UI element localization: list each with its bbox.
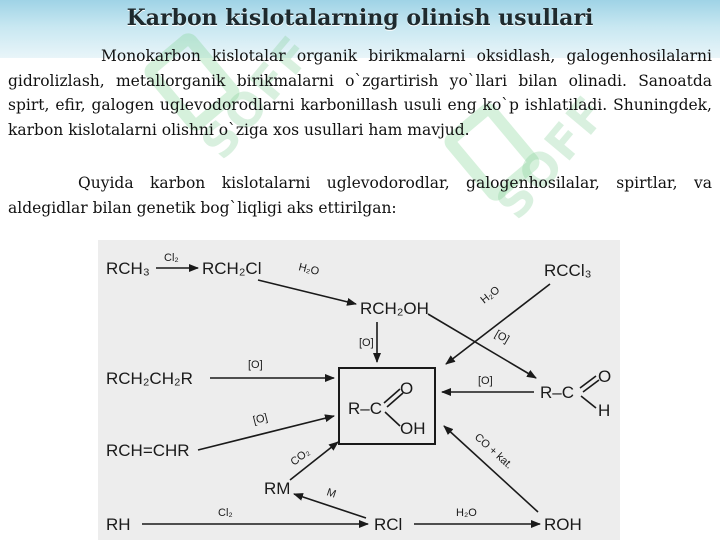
label-o-alkene: [O] bbox=[252, 412, 269, 427]
node-rch2ch2r: RCH₂CH₂R bbox=[106, 369, 193, 388]
node-rch2oh: RCH₂OH bbox=[360, 299, 429, 318]
arrow-rm-acid bbox=[289, 441, 339, 481]
acid-double-bond bbox=[386, 392, 404, 408]
label-o-aldehyde: [O] bbox=[478, 375, 493, 387]
label-o-diag: [O] bbox=[493, 328, 512, 346]
arrow-roh-acid bbox=[443, 425, 539, 513]
label-h2o-b: H₂O bbox=[478, 284, 502, 307]
arrow-rch2cl-rch2oh bbox=[257, 279, 357, 306]
node-rcl: RCl bbox=[374, 515, 402, 534]
label-h2o-bottom: H₂O bbox=[456, 507, 477, 519]
arrow-rchchr-acid bbox=[197, 414, 335, 451]
page-title: Karbon kislotalarning olinish usullari bbox=[126, 5, 594, 31]
arrow-rcl-rm bbox=[293, 493, 367, 519]
reaction-scheme-svg: RCH₃ RCH₂Cl RCCl₃ RCH₂OH RCH₂CH₂R RCH=CH… bbox=[106, 252, 611, 534]
arrow-rch2oh-aldehyde bbox=[427, 313, 537, 379]
paragraph-intro: Monokarbon kislotalar organik birikmalar… bbox=[8, 47, 712, 139]
label-o-alkane: [O] bbox=[248, 359, 263, 371]
aldehyde-double-bond bbox=[582, 379, 600, 393]
node-rch2cl: RCH₂Cl bbox=[202, 259, 261, 278]
node-rch3: RCH₃ bbox=[106, 259, 150, 278]
aldehyde-h: H bbox=[598, 401, 610, 420]
label-m: M bbox=[325, 486, 337, 500]
node-rm: RM bbox=[264, 479, 290, 498]
arrow-rccl3-aldehyde bbox=[445, 283, 551, 365]
aldehyde-double-bond bbox=[579, 375, 597, 389]
acid-double-bond bbox=[383, 388, 401, 404]
label-cl2-bottom: Cl₂ bbox=[218, 507, 233, 519]
label-co-kat: CO + kat. bbox=[472, 431, 515, 471]
aldehyde-r-c: R–C bbox=[540, 383, 574, 402]
node-roh: ROH bbox=[544, 515, 582, 534]
label-h2o-a: H₂O bbox=[297, 261, 320, 278]
reaction-scheme: RCH₃ RCH₂Cl RCCl₃ RCH₂OH RCH₂CH₂R RCH=CH… bbox=[98, 240, 620, 540]
node-rh: RH bbox=[106, 515, 131, 534]
node-rccl3: RCCl₃ bbox=[544, 261, 592, 280]
aldehyde-single-bond bbox=[580, 395, 597, 409]
aldehyde-o: O bbox=[598, 367, 611, 386]
acid-r-c: R–C bbox=[348, 399, 382, 418]
header-band bbox=[0, 0, 720, 58]
acid-o: O bbox=[400, 379, 413, 398]
acid-oh: OH bbox=[400, 419, 426, 438]
node-rchchr: RCH=CHR bbox=[106, 441, 190, 460]
acid-box bbox=[338, 367, 436, 445]
label-cl2-top: Cl₂ bbox=[164, 252, 179, 264]
paragraph-scheme-caption: Quyida karbon kislotalarni uglevodorodla… bbox=[8, 174, 712, 217]
acid-single-bond bbox=[384, 411, 401, 427]
label-o-alcohol: [O] bbox=[359, 337, 374, 349]
